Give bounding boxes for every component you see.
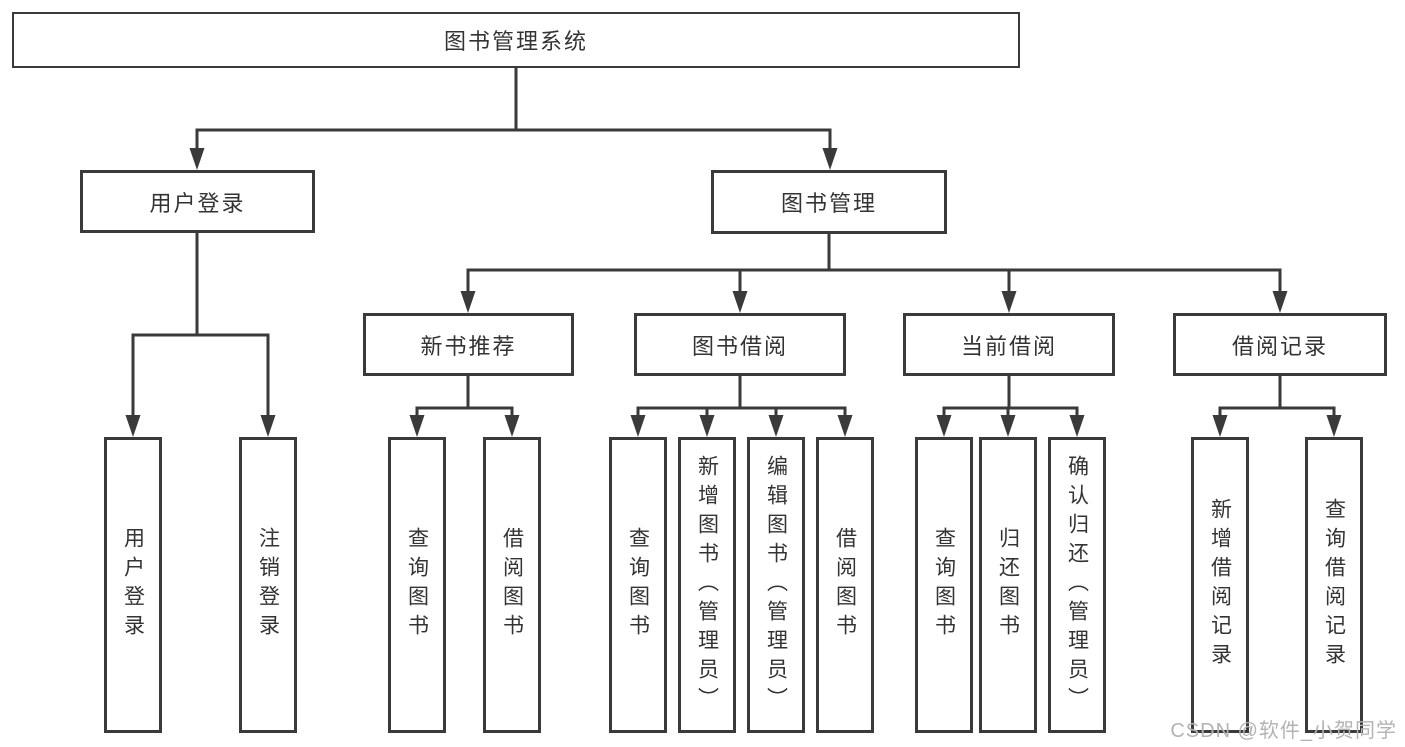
leaf-new-book-borrow: 借阅图书 <box>483 437 541 733</box>
leaf-borrowing-edit: 编辑图书（管理员） <box>747 437 805 733</box>
connector-book-borrowing-to-leaves <box>630 376 853 437</box>
leaf-current-confirm-return-label: 确认归还（管理员） <box>1065 454 1089 716</box>
leaf-borrowing-borrow: 借阅图书 <box>816 437 874 733</box>
node-current-borrowing: 当前借阅 <box>903 313 1115 376</box>
leaf-new-book-query: 查询图书 <box>388 437 446 733</box>
node-root-label: 图书管理系统 <box>443 29 588 54</box>
leaf-borrowing-add: 新增图书（管理员） <box>678 437 736 733</box>
leaf-borrowing-borrow-label: 借阅图书 <box>833 527 857 643</box>
node-current-borrowing-label: 当前借阅 <box>960 333 1057 359</box>
node-new-book-recommend: 新书推荐 <box>363 313 574 376</box>
node-new-book-recommend-label: 新书推荐 <box>420 333 517 359</box>
leaf-current-return-label: 归还图书 <box>996 527 1020 643</box>
leaf-record-query: 查询借阅记录 <box>1305 437 1363 733</box>
leaf-new-book-borrow-label: 借阅图书 <box>500 527 524 643</box>
node-book-management: 图书管理 <box>711 170 947 234</box>
connector-root-to-level2 <box>189 68 838 170</box>
leaf-borrowing-query: 查询图书 <box>609 437 667 733</box>
leaf-borrowing-query-label: 查询图书 <box>626 527 650 643</box>
node-user-login-label: 用户登录 <box>149 190 246 216</box>
leaf-user-login: 用户登录 <box>104 437 162 733</box>
connector-user-login-to-leaves <box>125 233 276 437</box>
connector-book-management-to-level3 <box>460 234 1288 313</box>
leaf-record-add-label: 新增借阅记录 <box>1208 498 1232 672</box>
node-root: 图书管理系统 <box>12 12 1020 68</box>
leaf-new-book-query-label: 查询图书 <box>405 527 429 643</box>
leaf-current-confirm-return: 确认归还（管理员） <box>1048 437 1106 733</box>
node-borrowing-records: 借阅记录 <box>1173 313 1387 376</box>
leaf-record-query-label: 查询借阅记录 <box>1322 498 1346 672</box>
node-book-borrowing-label: 图书借阅 <box>691 333 788 359</box>
leaf-current-query: 查询图书 <box>915 437 973 733</box>
leaf-borrowing-edit-label: 编辑图书（管理员） <box>764 454 788 716</box>
node-book-borrowing: 图书借阅 <box>634 313 846 376</box>
leaf-borrowing-add-label: 新增图书（管理员） <box>695 454 719 716</box>
connector-new-book-recommend-to-leaves <box>409 376 520 437</box>
leaf-current-query-label: 查询图书 <box>932 527 956 643</box>
node-book-management-label: 图书管理 <box>780 191 877 216</box>
leaf-record-add: 新增借阅记录 <box>1191 437 1249 733</box>
csdn-watermark: CSDN @软件_小贺同学 <box>1170 720 1397 742</box>
leaf-logout-label: 注销登录 <box>256 527 280 643</box>
leaf-user-login-label: 用户登录 <box>121 527 145 643</box>
leaf-logout: 注销登录 <box>239 437 297 733</box>
leaf-current-return: 归还图书 <box>979 437 1037 733</box>
node-borrowing-records-label: 借阅记录 <box>1231 333 1328 359</box>
connector-current-borrowing-to-leaves <box>936 376 1085 437</box>
connector-borrowing-records-to-leaves <box>1212 376 1342 437</box>
node-user-login: 用户登录 <box>80 170 315 233</box>
